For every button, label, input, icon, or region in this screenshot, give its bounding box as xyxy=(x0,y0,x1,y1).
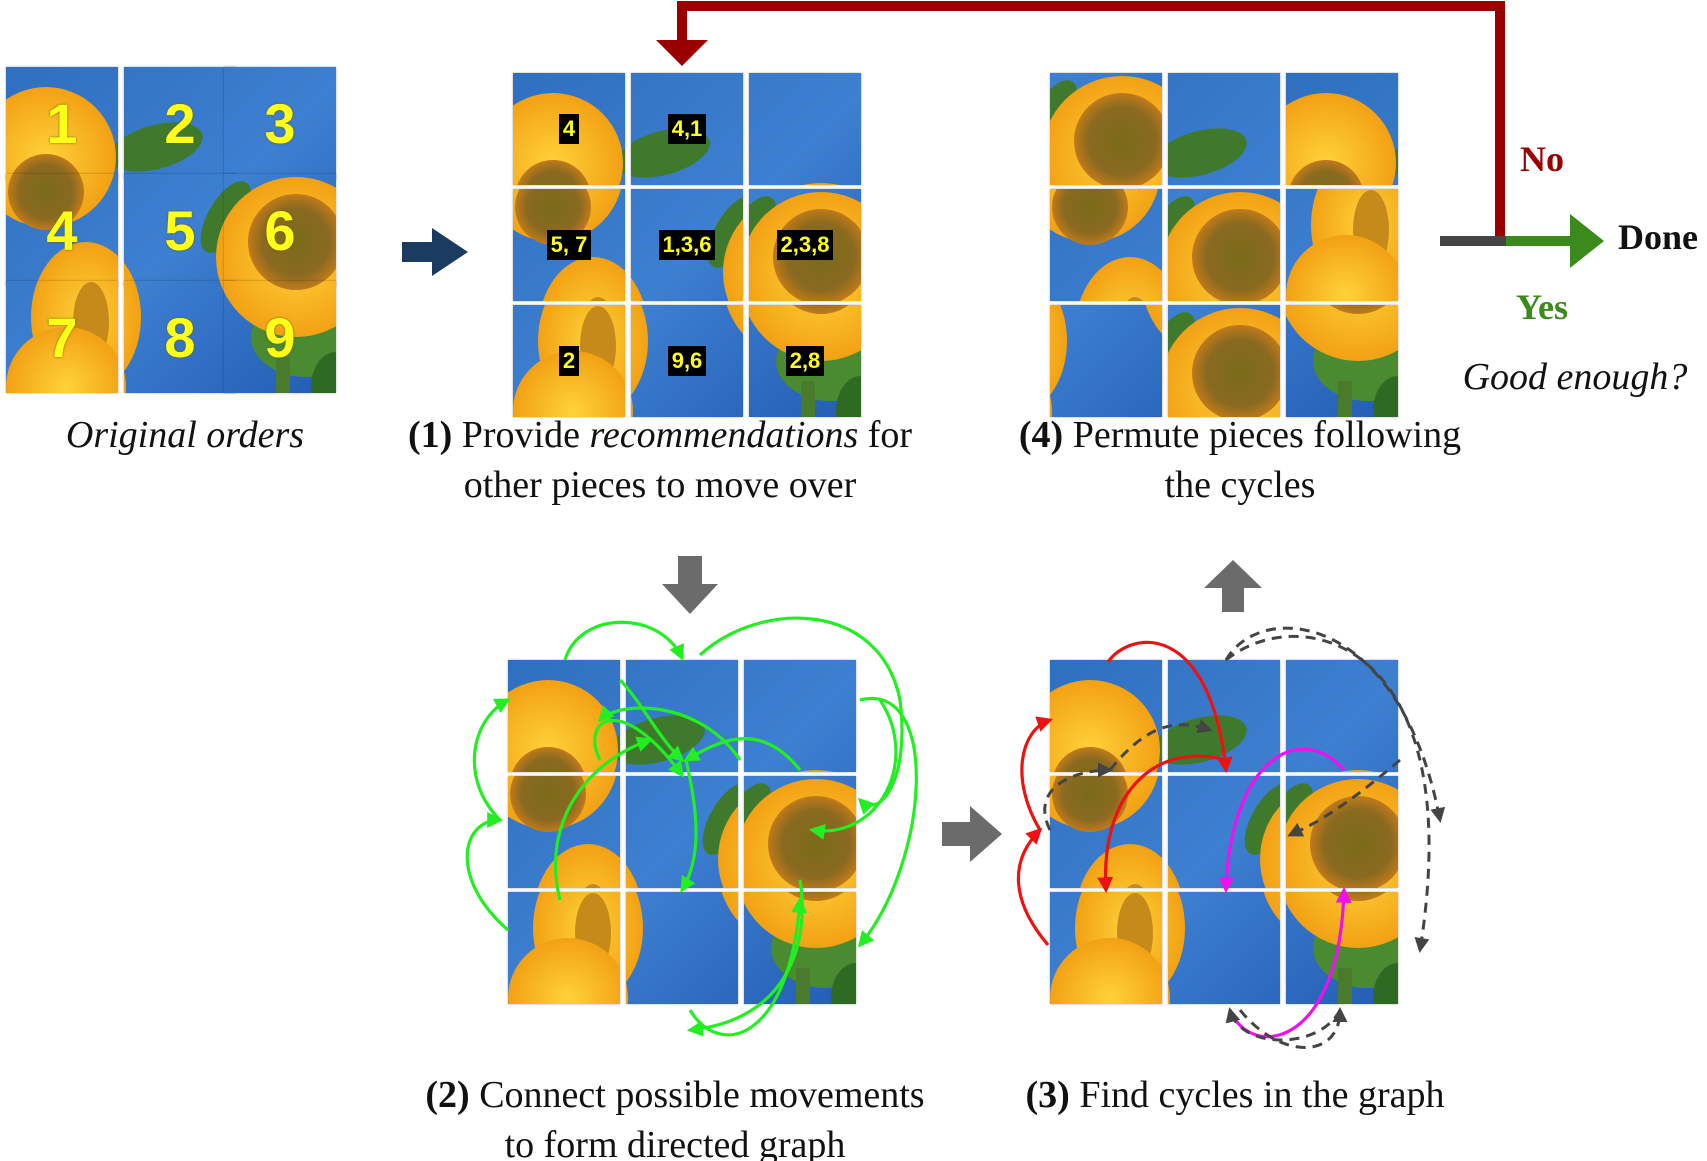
graph-tile-2 xyxy=(626,660,738,772)
original-tile-2: 2 xyxy=(124,67,236,179)
recommendation-label: 5, 7 xyxy=(546,230,592,260)
cycle-tile-5 xyxy=(1168,776,1280,888)
step1-caption: (1) Provide recommendations for other pi… xyxy=(407,414,913,506)
recommendation-label: 1,3,6 xyxy=(658,230,716,260)
result-tile-3 xyxy=(1286,73,1398,185)
graph-tile-8 xyxy=(626,892,738,1004)
edge xyxy=(1020,716,1054,831)
edge xyxy=(465,812,510,932)
recommendation-label: 2,3,8 xyxy=(776,230,834,260)
tile-number: 5 xyxy=(164,198,196,262)
cycle-tile-7 xyxy=(1050,892,1162,1004)
recommendation-label: 2 xyxy=(558,346,580,376)
cycle-tile-8 xyxy=(1168,892,1280,1004)
graph-tile-7 xyxy=(508,892,620,1004)
result-tile-9 xyxy=(1286,305,1398,417)
result-tile-2 xyxy=(1168,73,1280,185)
graph-tile-5 xyxy=(626,776,738,888)
rec-tile-8: 9,6 xyxy=(631,305,743,417)
rec-tile-2: 4,1 xyxy=(631,73,743,185)
original-caption: Original orders xyxy=(65,414,305,456)
tile-number: 9 xyxy=(264,305,296,369)
original-tile-9: 9 xyxy=(224,281,336,393)
tile-number: 2 xyxy=(164,91,196,155)
recommendation-label: 2,8 xyxy=(785,346,825,376)
graph-tile-3 xyxy=(744,660,856,772)
tile-number: 1 xyxy=(46,91,78,155)
graph-tile-4 xyxy=(508,776,620,888)
result-tile-4 xyxy=(1050,189,1162,301)
original-tile-1: 1 xyxy=(6,67,118,179)
rec-tile-1: 4 xyxy=(513,73,625,185)
rec-tile-4: 5, 7 xyxy=(513,189,625,301)
recommendation-label: 4 xyxy=(558,114,580,144)
result-tile-6 xyxy=(1286,189,1398,301)
yes-arrow xyxy=(1506,214,1604,268)
result-tile-8 xyxy=(1168,305,1280,417)
rec-tile-3 xyxy=(749,73,861,185)
edge xyxy=(472,698,511,822)
graph-tile-6 xyxy=(744,776,856,888)
original-tile-4: 4 xyxy=(6,174,118,286)
tile-number: 3 xyxy=(264,91,296,155)
step2-caption: (2) Connect possible movements to form d… xyxy=(425,1074,925,1161)
tile-number: 6 xyxy=(264,198,296,262)
decision-stem xyxy=(1440,236,1506,246)
rec-tile-7: 2 xyxy=(513,305,625,417)
edge xyxy=(1016,827,1050,947)
rec-tile-5: 1,3,6 xyxy=(631,189,743,301)
tile-number: 4 xyxy=(46,198,78,262)
rec-tile-6: 2,3,8 xyxy=(749,189,861,301)
cycle-tile-6 xyxy=(1286,776,1398,888)
recommendation-label: 9,6 xyxy=(667,346,707,376)
decision-question: Good enough? xyxy=(1462,356,1688,398)
flow-arrow-down xyxy=(662,556,718,614)
flow-arrow-right-2 xyxy=(942,806,1002,862)
flow-arrow-up xyxy=(1204,560,1262,612)
feedback-arrowhead xyxy=(656,40,708,66)
edge xyxy=(1225,1007,1342,1042)
original-tile-7: 7 xyxy=(6,281,118,393)
step3-caption: (3) Find cycles in the graph xyxy=(1025,1074,1445,1116)
cycle-tile-9 xyxy=(1286,892,1398,1004)
graph-tile-9 xyxy=(744,892,856,1004)
recommendation-label: 4,1 xyxy=(667,114,707,144)
original-tile-3: 3 xyxy=(224,67,336,179)
edge xyxy=(857,696,918,948)
step4-caption: (4) Permute pieces following the cycles xyxy=(1018,414,1462,506)
cycle-tile-2 xyxy=(1168,660,1280,772)
result-tile-5 xyxy=(1168,189,1280,301)
cycle-tile-4 xyxy=(1050,776,1162,888)
edge xyxy=(563,620,684,661)
flow-arrow-right-1 xyxy=(402,228,468,276)
no-label: No xyxy=(1520,139,1564,179)
rec-tile-9: 2,8 xyxy=(749,305,861,417)
cycle-tile-3 xyxy=(1286,660,1398,772)
result-tile-1 xyxy=(1050,73,1162,185)
original-tile-5: 5 xyxy=(124,174,236,286)
tile-number: 7 xyxy=(46,305,78,369)
result-tile-7 xyxy=(1050,305,1162,417)
edge xyxy=(1238,1007,1348,1049)
original-tile-8: 8 xyxy=(124,281,236,393)
yes-label: Yes xyxy=(1516,287,1568,327)
tile-number: 8 xyxy=(164,305,196,369)
done-label: Done xyxy=(1618,217,1698,257)
cycle-tile-1 xyxy=(1050,660,1162,772)
graph-tile-1 xyxy=(508,660,620,772)
original-tile-6: 6 xyxy=(224,174,336,286)
